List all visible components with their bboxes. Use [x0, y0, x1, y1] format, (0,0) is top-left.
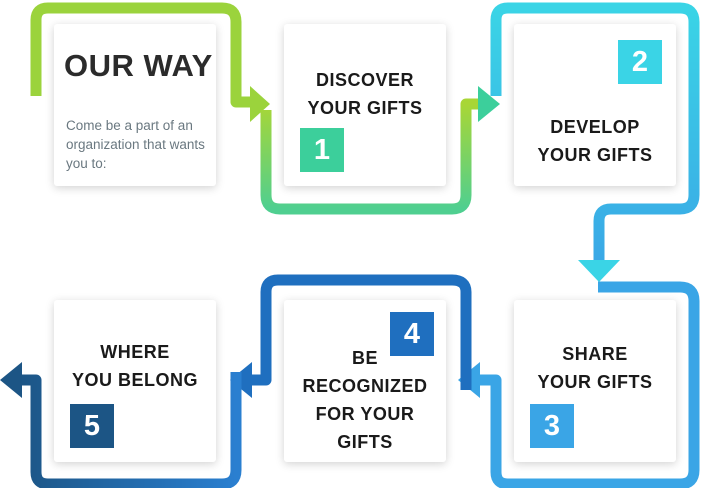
- step-4-title: BE RECOGNIZED FOR YOUR GIFTS: [302, 348, 428, 452]
- step-card-5: WHERE YOU BELONG 5: [54, 300, 216, 462]
- step-3-number-badge: 3: [530, 404, 574, 448]
- connector-3-to-4: [478, 281, 700, 488]
- connector-2-to-3: [490, 2, 700, 262]
- intro-text: Come be a part of an organization that w…: [66, 118, 205, 171]
- connector-intro-to-1: [30, 2, 254, 108]
- step-card-4: 4 BE RECOGNIZED FOR YOUR GIFTS: [284, 300, 446, 462]
- arrow-into-step-3: [578, 260, 620, 282]
- connector-4-to-5: [250, 274, 472, 390]
- arrow-exit: [0, 362, 22, 398]
- step-2-number-badge: 2: [618, 40, 662, 84]
- intro-card: OUR WAY Come be a part of an organizatio…: [54, 24, 216, 186]
- connector-5-exit: [18, 372, 242, 488]
- step-3-title: SHARE YOUR GIFTS: [537, 344, 653, 392]
- step-4-number-badge: 4: [390, 312, 434, 356]
- connector-1-to-2: [260, 98, 480, 215]
- arrow-into-step-2: [478, 86, 500, 122]
- step-2-title: DEVELOP YOUR GIFTS: [537, 117, 653, 165]
- step-5-number-badge: 5: [70, 404, 114, 448]
- arrow-into-step-1: [250, 86, 270, 122]
- step-5-title: WHERE YOU BELONG: [71, 342, 198, 390]
- step-card-2: 2 DEVELOP YOUR GIFTS: [514, 24, 676, 186]
- step-1-title: DISCOVER YOUR GIFTS: [307, 70, 423, 118]
- step-1-number-badge: 1: [300, 128, 344, 172]
- step-card-1: DISCOVER YOUR GIFTS 1: [284, 24, 446, 186]
- intro-title: OUR WAY: [64, 48, 213, 83]
- step-card-3: SHARE YOUR GIFTS 3: [514, 300, 676, 462]
